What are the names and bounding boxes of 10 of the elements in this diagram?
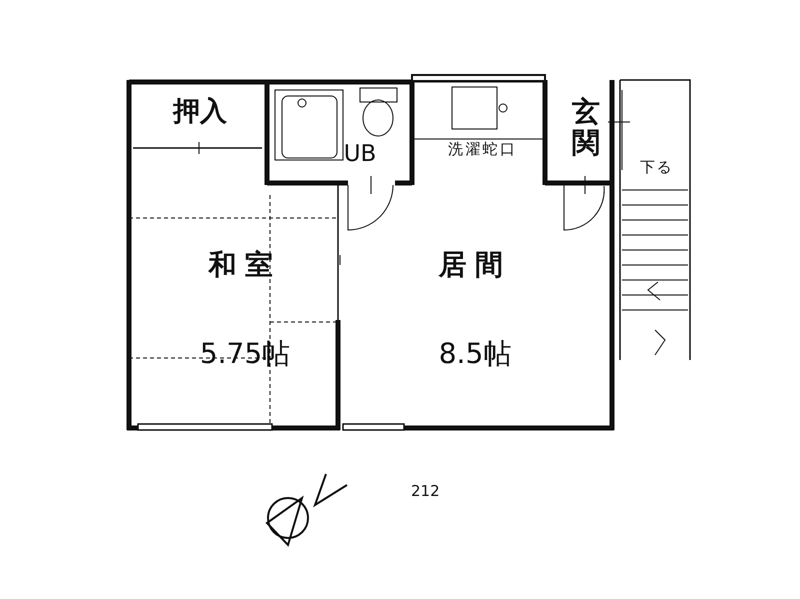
room-number: 212 <box>411 482 440 500</box>
room-label: 和室 <box>208 250 282 281</box>
area-label: 5.75帖 <box>200 339 290 370</box>
room-label: UB <box>344 142 376 168</box>
room-label: 玄関 <box>571 97 601 159</box>
fixture-label: 洗濯蛇口 <box>448 140 517 159</box>
stair-label: 下る <box>640 158 673 177</box>
room-label: 押入 <box>173 97 227 127</box>
room-label: 居間 <box>438 250 512 281</box>
area-label: 8.5帖 <box>438 339 512 370</box>
